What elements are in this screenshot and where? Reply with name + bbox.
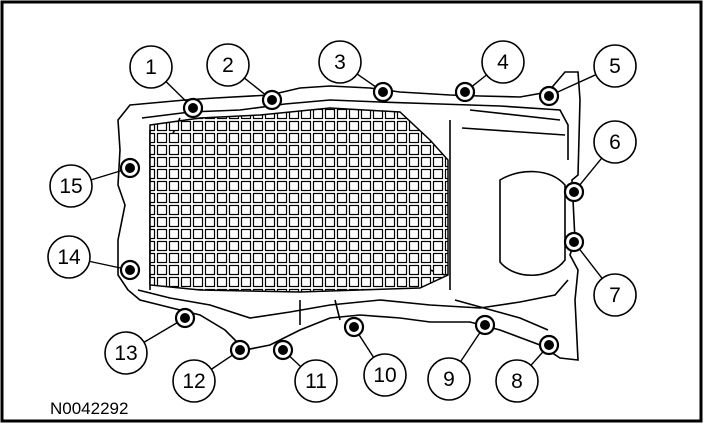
leader-line-7: [578, 248, 603, 279]
callout-label-8: 8: [511, 370, 523, 393]
bolt-7-center: [569, 237, 579, 247]
bolt-2-center: [267, 95, 277, 105]
callout-circle-1: [129, 45, 173, 89]
bolt-12-center: [235, 345, 245, 355]
bolt-11-center: [278, 345, 288, 355]
leader-line-3: [356, 73, 377, 88]
callout-circle-11: [294, 359, 338, 403]
callout-circle-10: [363, 353, 407, 397]
callout-circle-7: [593, 273, 637, 317]
leader-line-12: [211, 354, 233, 370]
leader-line-4: [471, 74, 487, 87]
leader-line-5: [556, 74, 597, 93]
bolt-1-center: [188, 103, 198, 113]
callout-label-6: 6: [609, 131, 621, 154]
callout-circle-6: [593, 120, 637, 164]
callout-label-3: 3: [334, 51, 346, 74]
callout-label-10: 10: [373, 364, 396, 387]
callout-circle-2: [206, 43, 250, 87]
bolt-group: [119, 81, 585, 361]
leader-line-15: [90, 169, 122, 181]
bolt-15-center: [125, 163, 135, 173]
bolt-14-center: [125, 265, 135, 275]
callout-circle-8: [495, 359, 539, 403]
leader-line-10: [358, 334, 375, 358]
callout-label-4: 4: [497, 51, 509, 74]
callout-circle-14: [47, 235, 91, 279]
callout-label-15: 15: [59, 175, 82, 198]
bolt-5-center: [544, 91, 554, 101]
bolt-13-center: [180, 313, 190, 323]
leader-line-9: [460, 332, 481, 362]
leader-line-1: [165, 81, 188, 103]
leader-line-11: [289, 355, 302, 368]
callout-circle-15: [49, 164, 93, 208]
callout-label-14: 14: [57, 246, 81, 269]
callout-label-5: 5: [609, 55, 621, 78]
callout-label-13: 13: [114, 342, 137, 365]
bolt-4-center: [460, 87, 470, 97]
leader-line-13: [143, 321, 178, 343]
callout-circle-3: [318, 40, 362, 84]
bolt-8-center: [544, 340, 554, 350]
leader-line-8: [530, 351, 544, 366]
callout-label-9: 9: [443, 368, 455, 391]
bolt-3-center: [378, 87, 388, 97]
callout-circle-9: [427, 357, 471, 401]
callout-label-7: 7: [609, 284, 621, 307]
callout-label-11: 11: [305, 370, 327, 393]
bolt-10-center: [349, 322, 359, 332]
figure-frame: [0, 0, 703, 423]
callout-label-12: 12: [182, 370, 205, 393]
callout-label-1: 1: [145, 56, 157, 79]
callout-circle-4: [481, 40, 525, 84]
callout-circle-13: [104, 331, 148, 375]
leader-line-14: [89, 260, 122, 269]
callout-label-2: 2: [222, 54, 234, 77]
leader-line-2: [243, 77, 266, 95]
bolt-6-center: [569, 187, 579, 197]
callout-circle-5: [593, 44, 637, 88]
leader-line-6: [579, 157, 603, 186]
mesh-screen: [149, 107, 449, 293]
callout-circle-12: [172, 359, 216, 403]
leader-line-group: [89, 73, 603, 370]
reference-code: N0042292: [50, 399, 128, 418]
bolt-9-center: [480, 320, 490, 330]
